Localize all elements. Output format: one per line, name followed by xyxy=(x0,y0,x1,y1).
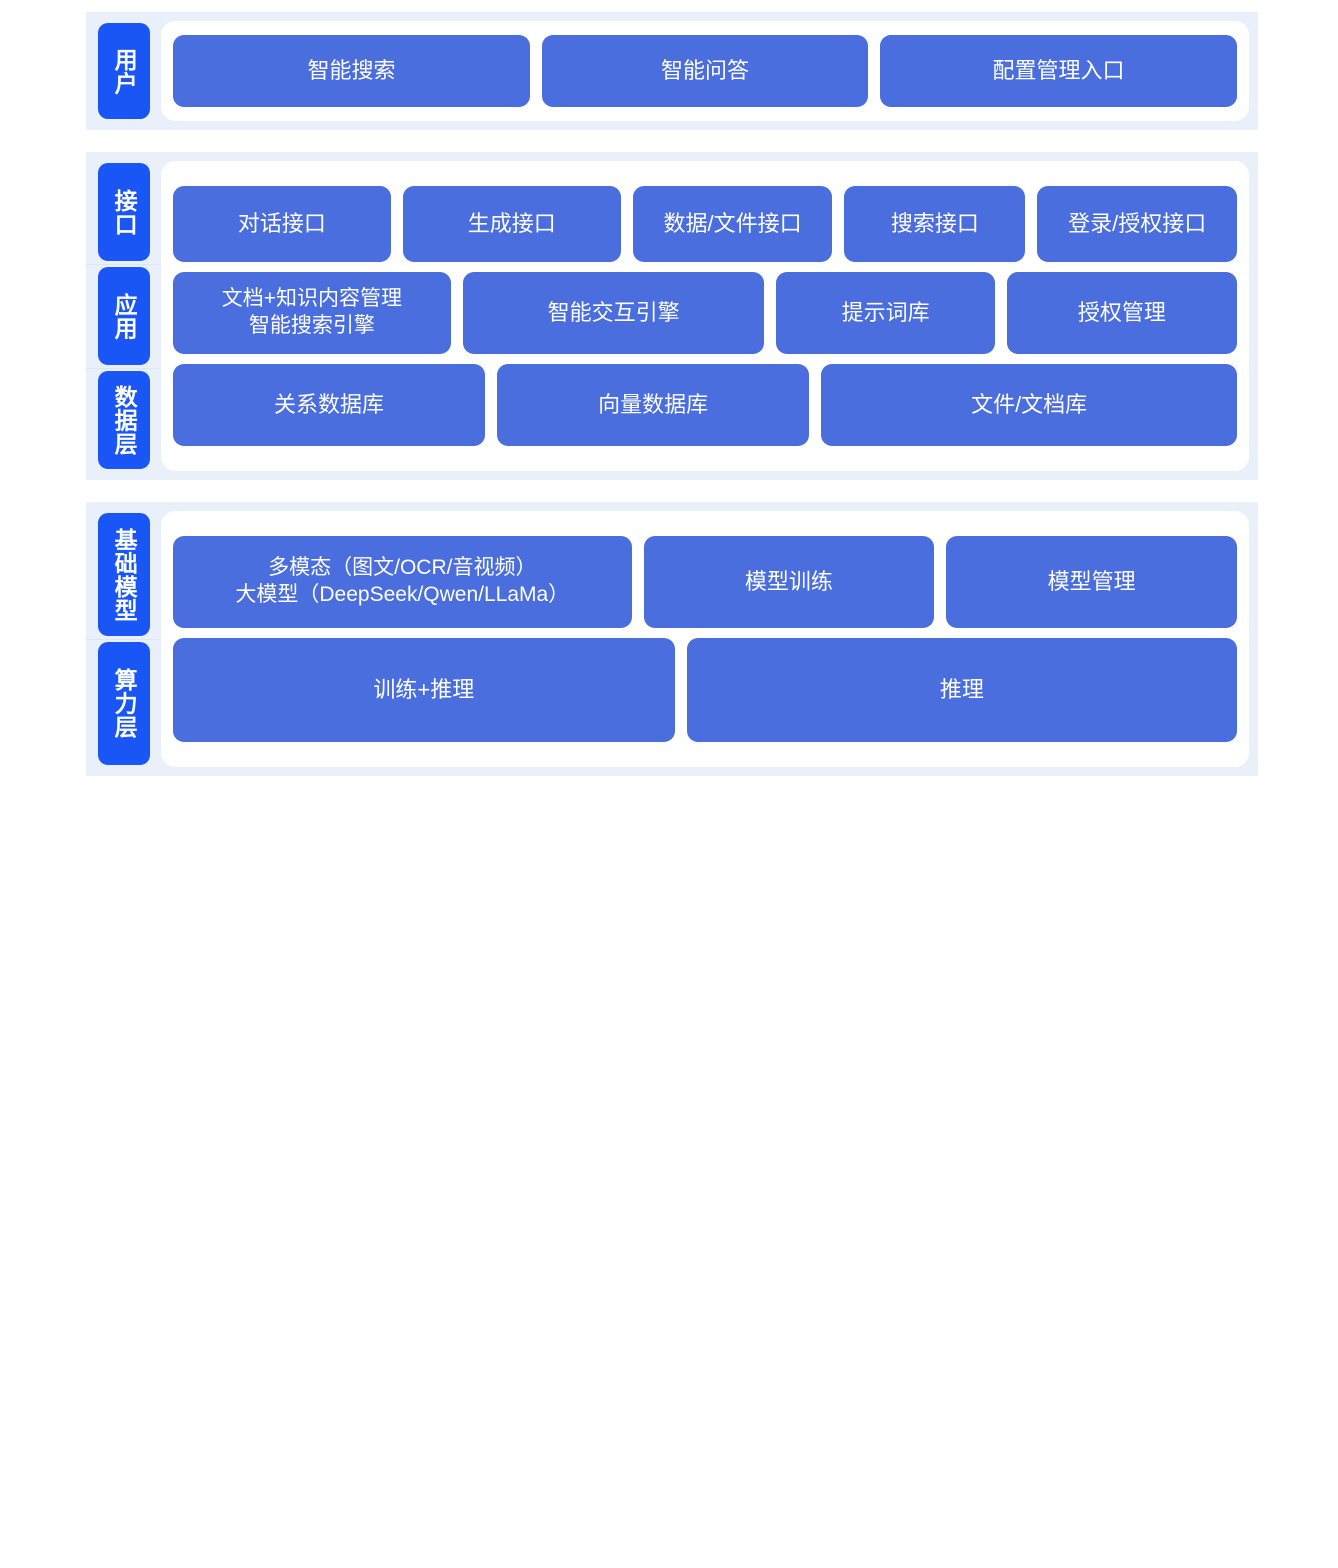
box-relational-database[interactable]: 关系数据库 xyxy=(173,364,486,446)
layer-label-foundation-model[interactable]: 基础模型 xyxy=(97,513,150,636)
box-training-and-inference[interactable]: 训练+推理 xyxy=(173,638,675,742)
row-data: 关系数据库 向量数据库 文件/文档库 xyxy=(173,364,1238,446)
box-vector-database[interactable]: 向量数据库 xyxy=(497,364,810,446)
section-foundation: 基础模型 算力层 多模态（图文/OCR/音视频） 大模型（DeepSeek/Qw… xyxy=(86,502,1258,776)
layer-cell-compute: 算力层 xyxy=(86,639,161,768)
box-smart-search[interactable]: 智能搜索 xyxy=(173,35,530,107)
row-user-entries: 智能搜索 智能问答 配置管理入口 xyxy=(173,35,1237,107)
layer-label-application[interactable]: 应用 xyxy=(97,267,150,365)
box-file-document-store[interactable]: 文件/文档库 xyxy=(821,364,1238,446)
section-user: 用户 智能搜索 智能问答 配置管理入口 xyxy=(86,12,1258,130)
section-platform: 接口 应用 数据层 对话接口 生成接口 数据/文件接口 搜索接口 登录/授权接口… xyxy=(86,152,1258,480)
layer-cell-foundation-model: 基础模型 xyxy=(86,510,161,639)
row-application: 文档+知识内容管理 智能搜索引擎 智能交互引擎 提示词库 授权管理 xyxy=(173,272,1237,354)
box-login-auth-api[interactable]: 登录/授权接口 xyxy=(1037,186,1237,262)
row-interface: 对话接口 生成接口 数据/文件接口 搜索接口 登录/授权接口 xyxy=(173,186,1237,262)
layer-rail-platform: 接口 应用 数据层 xyxy=(86,152,161,480)
layer-rail-foundation: 基础模型 算力层 xyxy=(86,502,161,776)
row-models: 多模态（图文/OCR/音视频） 大模型（DeepSeek/Qwen/LLaMa）… xyxy=(173,536,1237,628)
box-inference[interactable]: 推理 xyxy=(686,638,1237,742)
box-multimodal-large-model[interactable]: 多模态（图文/OCR/音视频） 大模型（DeepSeek/Qwen/LLaMa） xyxy=(173,536,632,628)
layer-label-interface[interactable]: 接口 xyxy=(97,163,150,261)
box-smart-qa[interactable]: 智能问答 xyxy=(542,35,868,107)
panel-platform: 对话接口 生成接口 数据/文件接口 搜索接口 登录/授权接口 文档+知识内容管理… xyxy=(161,161,1249,471)
layer-rail-user: 用户 xyxy=(86,12,161,130)
layer-label-user[interactable]: 用户 xyxy=(97,23,150,119)
layer-label-data[interactable]: 数据层 xyxy=(97,371,150,469)
box-model-training[interactable]: 模型训练 xyxy=(643,536,935,628)
architecture-diagram: 用户 智能搜索 智能问答 配置管理入口 接口 应用 数据层 对话接 xyxy=(86,12,1258,776)
row-compute: 训练+推理 推理 xyxy=(173,638,1237,742)
layer-cell-user: 用户 xyxy=(86,20,161,122)
panel-user: 智能搜索 智能问答 配置管理入口 xyxy=(161,21,1249,121)
box-authorization-management[interactable]: 授权管理 xyxy=(1006,272,1237,354)
box-dialog-api[interactable]: 对话接口 xyxy=(173,186,391,262)
panel-foundation: 多模态（图文/OCR/音视频） 大模型（DeepSeek/Qwen/LLaMa）… xyxy=(161,511,1249,767)
box-smart-interaction-engine[interactable]: 智能交互引擎 xyxy=(462,272,765,354)
box-generation-api[interactable]: 生成接口 xyxy=(402,186,621,262)
box-doc-knowledge-management[interactable]: 文档+知识内容管理 智能搜索引擎 xyxy=(173,272,451,354)
layer-cell-application: 应用 xyxy=(86,264,161,368)
layer-cell-data: 数据层 xyxy=(86,368,161,472)
box-config-management-entry[interactable]: 配置管理入口 xyxy=(880,35,1237,107)
box-data-file-api[interactable]: 数据/文件接口 xyxy=(632,186,833,262)
layer-label-compute[interactable]: 算力层 xyxy=(97,642,150,765)
box-prompt-library[interactable]: 提示词库 xyxy=(776,272,995,354)
layer-cell-interface: 接口 xyxy=(86,160,161,264)
box-search-api[interactable]: 搜索接口 xyxy=(844,186,1026,262)
box-model-management[interactable]: 模型管理 xyxy=(946,536,1237,628)
